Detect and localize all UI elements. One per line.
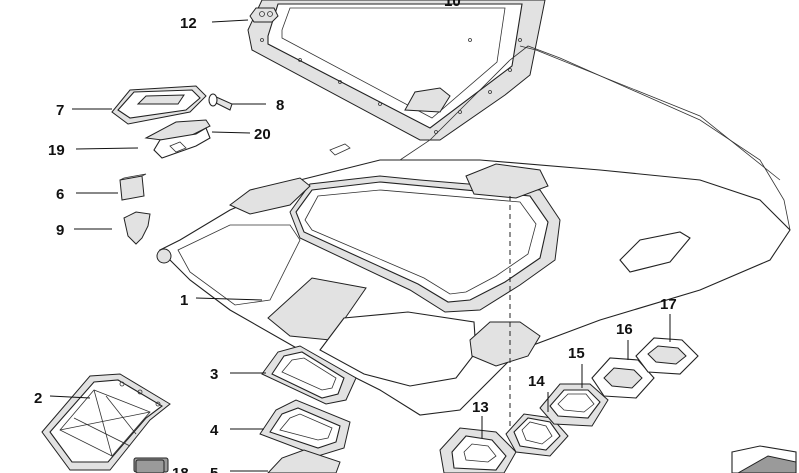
callout-6: 6	[56, 186, 64, 203]
housing-part-15	[539, 383, 609, 427]
callout-9: 9	[56, 222, 64, 239]
light-frame-part-3	[261, 345, 357, 405]
callout-5: 5	[210, 465, 218, 473]
callout-11: 11	[242, 0, 258, 2]
housing-part-14	[505, 413, 569, 457]
frame-part-5	[267, 449, 341, 473]
grab-handle-part-7	[111, 85, 207, 125]
callout-16: 16	[616, 321, 633, 338]
console-frame-part-2	[41, 373, 171, 473]
cover-part-6	[119, 173, 147, 201]
callout-13: 13	[472, 399, 489, 416]
pin-part-8	[208, 93, 233, 111]
sunroof-frame-part	[247, 0, 546, 141]
trim-part-9	[123, 211, 151, 245]
callout-14: 14	[528, 373, 545, 390]
callout-7: 7	[56, 102, 64, 119]
housing-part-13	[439, 427, 517, 473]
catalog-corner-icon	[731, 445, 797, 473]
callout-12: 12	[180, 15, 197, 32]
callout-20: 20	[254, 126, 271, 143]
switch-part-18	[135, 459, 165, 473]
callout-19: 19	[48, 142, 65, 159]
callout-3: 3	[210, 366, 218, 383]
callout-18: 18	[172, 465, 189, 473]
callout-4: 4	[210, 422, 219, 439]
callout-17: 17	[660, 296, 677, 313]
light-frame-part-4	[259, 399, 351, 457]
cover-plate-part-16	[591, 357, 655, 399]
callout-2: 2	[34, 390, 42, 407]
cover-plate-part-17	[635, 337, 699, 375]
bracket-part-19-20	[144, 119, 211, 159]
headliner-part-1	[156, 45, 791, 416]
callout-1: 1	[180, 292, 188, 309]
clip-part-12	[249, 7, 279, 23]
callout-15: 15	[568, 345, 585, 362]
callout-10: 10	[444, 0, 461, 10]
callout-8: 8	[276, 97, 284, 114]
leader-lines	[49, 19, 671, 472]
